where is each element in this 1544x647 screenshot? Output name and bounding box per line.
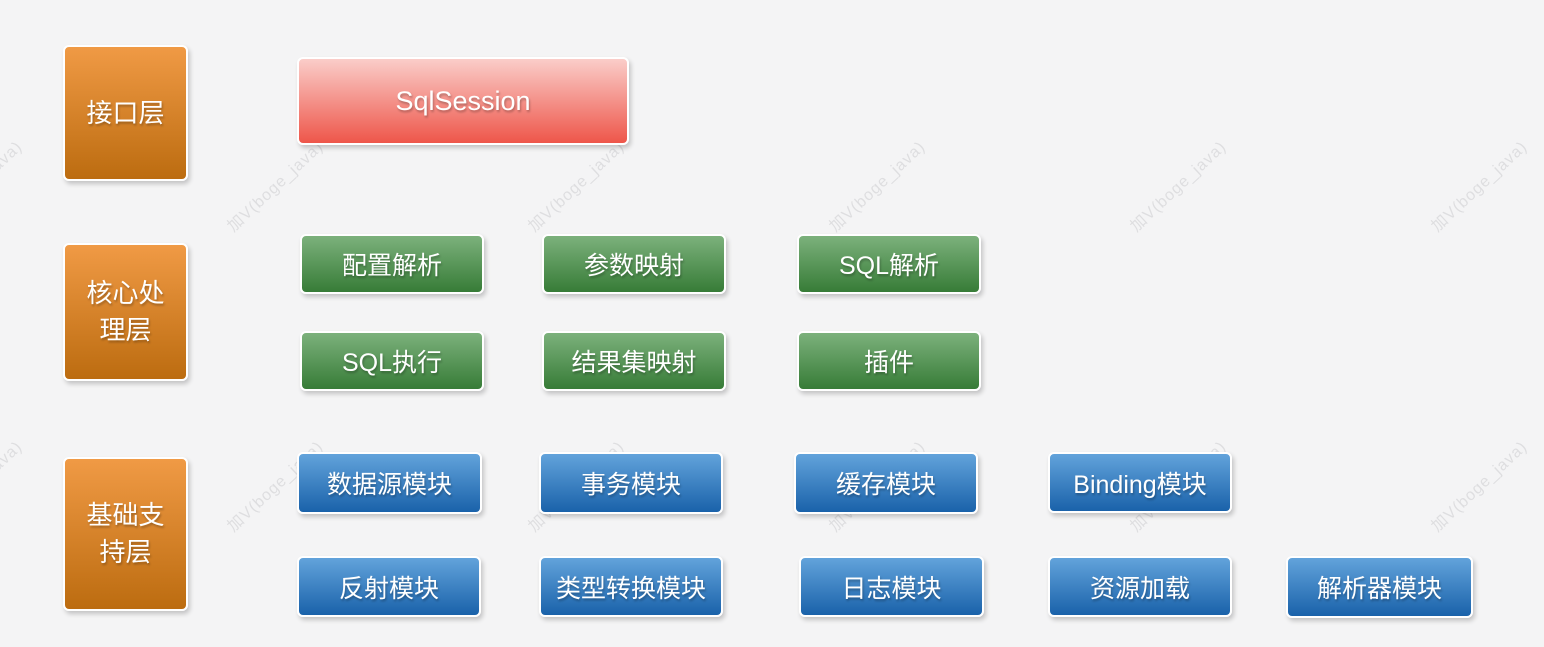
layer-box-interface-layer: 接口层 (63, 45, 188, 181)
layer-label: 核心处理层 (86, 278, 165, 345)
watermark-text: 加V(boge_java) (0, 138, 26, 236)
layer-box-core-processing-layer: 核心处理层 (63, 243, 188, 381)
module-label: 反射模块 (338, 574, 439, 603)
module-box-sqlsession: SqlSession (297, 57, 629, 145)
module-box-type-conversion-module: 类型转换模块 (539, 556, 723, 617)
module-box-resource-loading: 资源加载 (1048, 556, 1232, 617)
layer-box-base-support-layer: 基础支持层 (63, 457, 188, 611)
module-label: SQL解析 (838, 252, 940, 280)
module-label: Binding模块 (1073, 470, 1207, 499)
watermark-text: 加V(boge_java) (1127, 138, 1230, 236)
module-box-datasource-module: 数据源模块 (297, 452, 482, 514)
module-label: SqlSession (395, 85, 531, 116)
module-label: 参数映射 (583, 252, 684, 280)
watermark-text: 加V(boge_java) (826, 138, 929, 236)
watermark-text: 加V(boge_java) (224, 138, 327, 236)
module-label: 缓存模块 (835, 471, 936, 499)
module-box-resultset-mapping: 结果集映射 (542, 331, 726, 391)
module-box-parser-module: 解析器模块 (1286, 556, 1473, 618)
module-box-parameter-mapping: 参数映射 (542, 234, 726, 294)
layer-label: 基础支持层 (86, 500, 165, 567)
watermark-text: 加V(boge_java) (525, 138, 628, 236)
module-box-plugin: 插件 (797, 331, 981, 391)
module-label: 插件 (863, 349, 914, 377)
module-box-sql-parsing: SQL解析 (797, 234, 981, 294)
module-label: 事务模块 (580, 471, 681, 499)
module-box-logging-module: 日志模块 (799, 556, 984, 617)
module-label: 资源加载 (1089, 574, 1190, 603)
module-box-config-parsing: 配置解析 (300, 234, 484, 294)
module-box-binding-module: Binding模块 (1048, 452, 1232, 513)
module-box-sql-execution: SQL执行 (300, 331, 484, 391)
module-label: 配置解析 (341, 252, 442, 280)
module-label: 结果集映射 (571, 349, 697, 377)
module-label: 日志模块 (841, 574, 942, 603)
module-label: SQL执行 (341, 349, 443, 377)
layer-label: 接口层 (86, 97, 165, 128)
watermark-text: 加V(boge_java) (1428, 138, 1531, 236)
module-label: 数据源模块 (326, 471, 452, 499)
module-box-reflection-module: 反射模块 (297, 556, 481, 617)
module-label: 解析器模块 (1316, 575, 1442, 603)
module-box-transaction-module: 事务模块 (539, 452, 723, 514)
module-box-cache-module: 缓存模块 (794, 452, 978, 514)
watermark-text: 加V(boge_java) (0, 438, 26, 536)
watermark-text: 加V(boge_java) (1428, 438, 1531, 536)
module-label: 类型转换模块 (555, 574, 706, 603)
